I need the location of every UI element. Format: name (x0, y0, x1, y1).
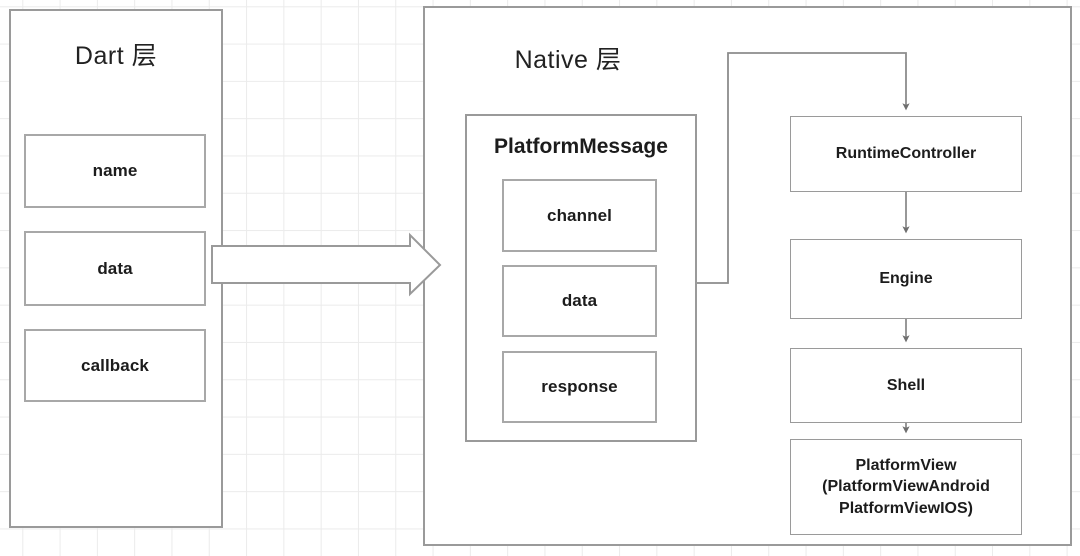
node-platform-view: PlatformView (PlatformViewAndroid Platfo… (790, 439, 1022, 535)
node-runtime-controller-label: RuntimeController (835, 145, 977, 163)
platform-message-field-data-label: data (561, 291, 598, 310)
node-shell: Shell (790, 348, 1022, 423)
node-platform-view-line-1: PlatformView (855, 457, 957, 475)
platform-message-field-data: data (502, 265, 657, 337)
platform-message-field-response: response (502, 351, 657, 423)
node-engine: Engine (790, 239, 1022, 319)
dart-field-name: name (24, 134, 206, 208)
platform-message-field-channel-label: channel (547, 205, 612, 225)
block-arrow-dart-to-native (211, 232, 442, 297)
node-runtime-controller: RuntimeController (790, 116, 1022, 192)
dart-field-name-label: name (92, 161, 138, 180)
dart-layer-title: Dart 层 (74, 42, 158, 70)
node-platform-view-line-3: PlatformViewIOS) (839, 499, 973, 517)
native-layer-title: Native 层 (514, 46, 622, 74)
node-shell-label: Shell (886, 376, 926, 394)
dart-field-data: data (24, 231, 206, 306)
node-platform-view-label: PlatformView (PlatformViewAndroid Platfo… (818, 455, 994, 518)
node-engine-label: Engine (879, 270, 933, 288)
node-platform-view-line-2: (PlatformViewAndroid (822, 478, 990, 496)
platform-message-field-channel: channel (502, 179, 657, 252)
platform-message-title: PlatformMessage (494, 135, 668, 158)
dart-field-data-label: data (97, 258, 133, 278)
dart-field-callback: callback (24, 329, 206, 402)
platform-message-field-response-label: response (541, 377, 618, 396)
dart-field-callback-label: callback (81, 355, 149, 375)
